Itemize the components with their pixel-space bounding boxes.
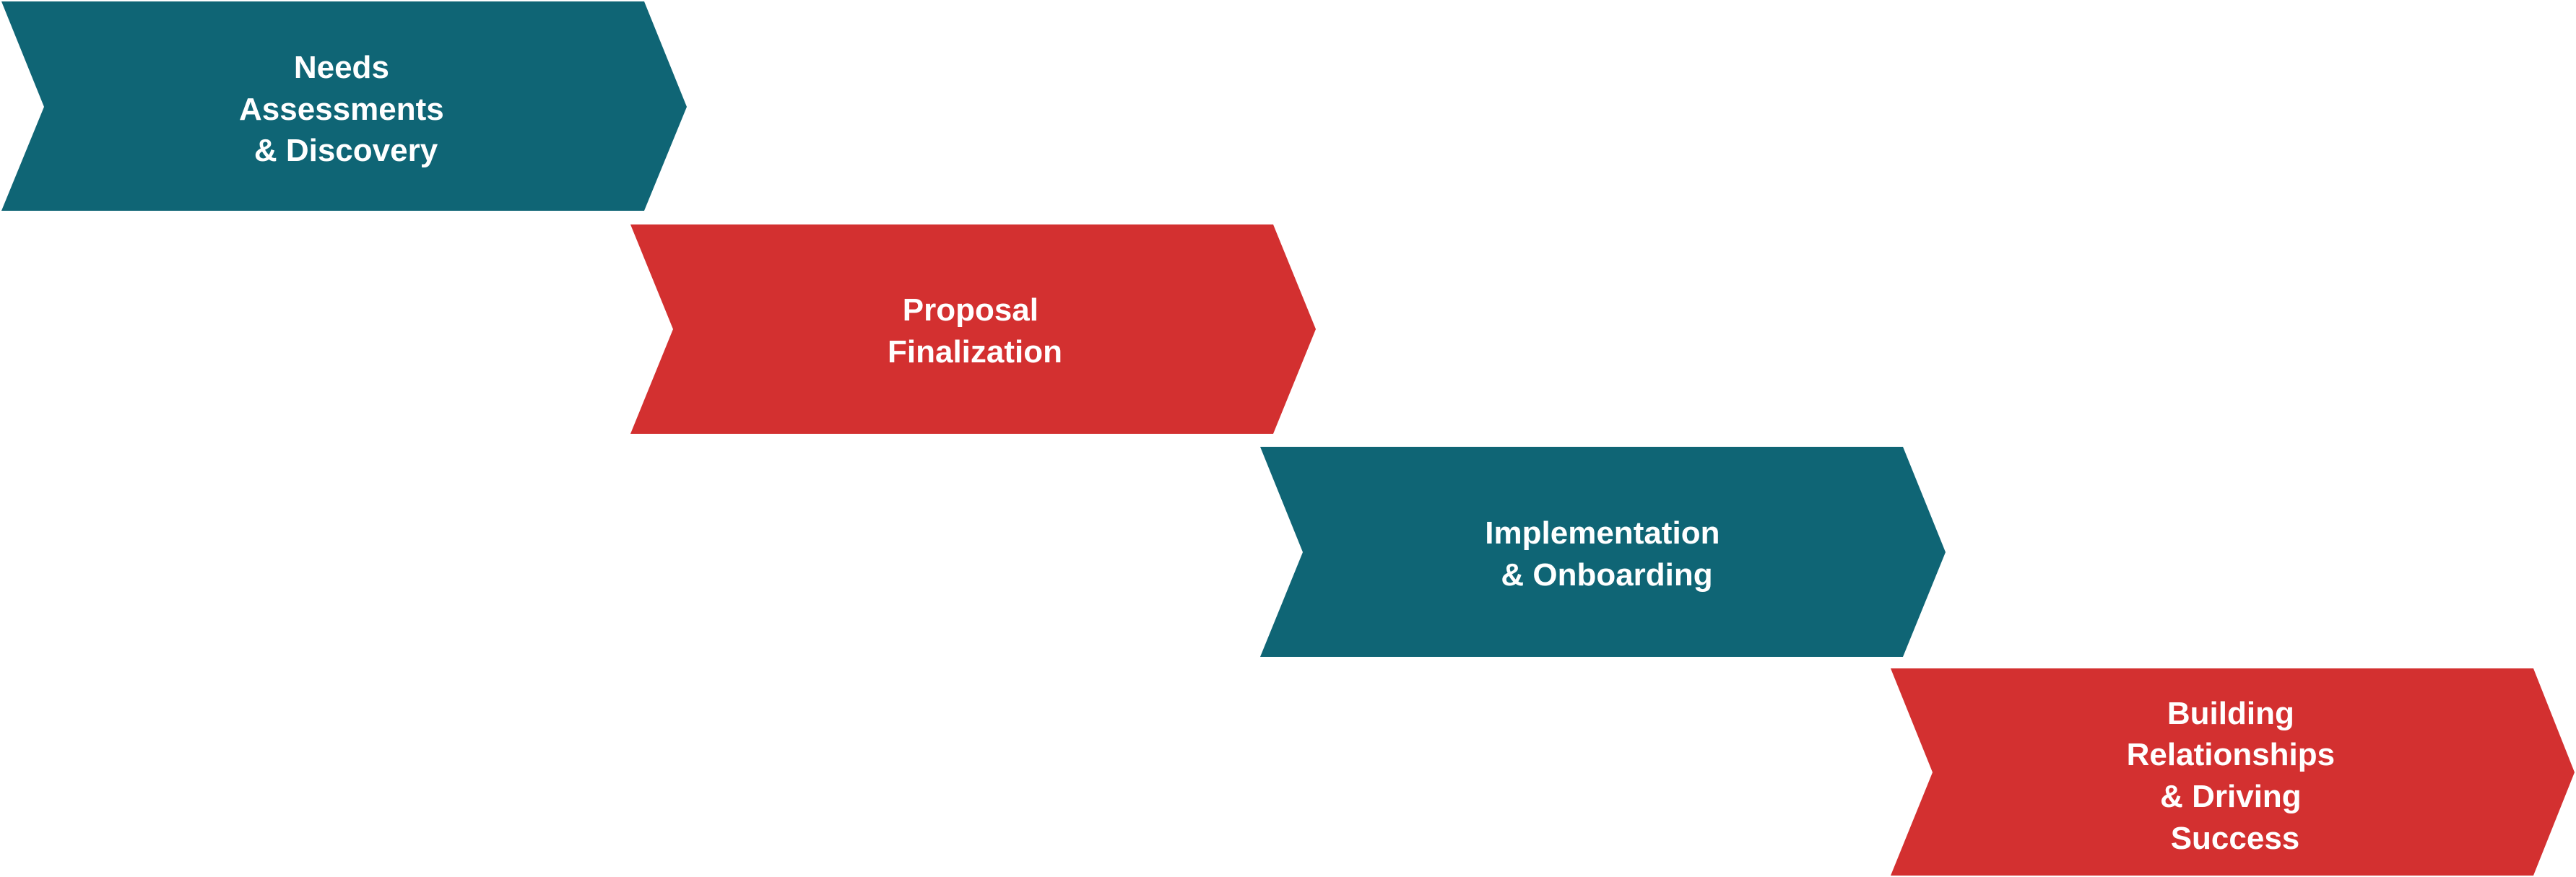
step-2-shape [630, 224, 1316, 434]
step-1-label: Needs Assessments & Discovery [239, 50, 453, 168]
step-3-label: Implementation & Onboarding [1485, 515, 1728, 593]
step-4-line-2: Relationships [2127, 737, 2336, 772]
step-3-line-2: & Onboarding [1501, 557, 1712, 593]
step-2-line-2: Finalization [888, 334, 1062, 370]
step-2-chevron: Proposal Finalization [630, 224, 1316, 434]
step-3-chevron: Implementation & Onboarding [1260, 447, 1946, 657]
step-4-chevron: Building Relationships & Driving Success [1891, 668, 2575, 876]
step-1-line-1: Needs [294, 50, 389, 85]
step-4-line-4: Success [2171, 821, 2300, 856]
step-3-shape [1260, 447, 1946, 657]
step-4-shape [1891, 668, 2575, 876]
step-4-label: Building Relationships & Driving Success [2127, 696, 2344, 856]
step-1-chevron: Needs Assessments & Discovery [1, 1, 687, 211]
step-1-line-2: Assessments [239, 92, 444, 127]
step-3-line-1: Implementation [1485, 515, 1719, 551]
step-1-line-3: & Discovery [254, 133, 438, 168]
step-2-label: Proposal Finalization [888, 292, 1062, 370]
step-2-line-1: Proposal [903, 292, 1038, 328]
step-4-line-1: Building [2167, 696, 2294, 731]
step-4-line-3: & Driving [2160, 779, 2302, 814]
step-1-shape [1, 1, 687, 211]
